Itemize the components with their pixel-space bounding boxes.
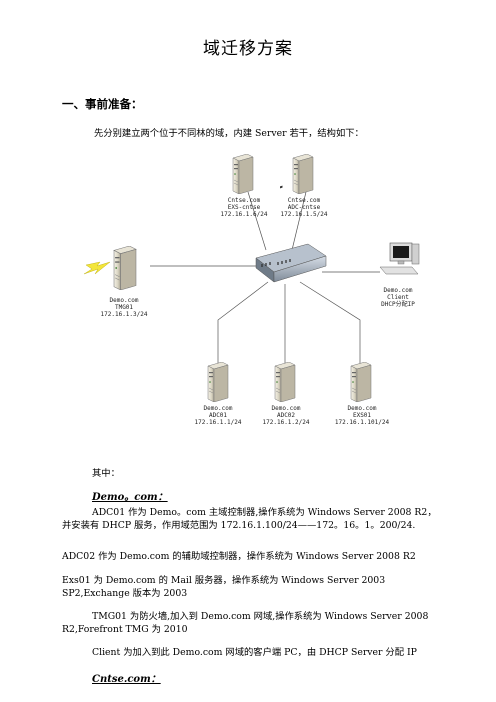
network-switch-icon xyxy=(255,185,327,283)
exs-cntse-server-icon xyxy=(232,154,254,194)
lightning-icon xyxy=(83,261,111,275)
paragraph-line: SP2,Exchange 版本为 2003 xyxy=(62,588,188,599)
paragraph-client: Client 为加入到此 Demo.com 网域的客户端 PC，由 DHCP S… xyxy=(62,646,417,659)
label-exs-cntse-name: EXS-cntse xyxy=(228,204,261,211)
paragraph-line: TMG01 为防火墙,加入到 Demo.com 网域,操作系统为 Windows… xyxy=(92,611,429,622)
label-exs01-ip: 172.16.1.101/24 xyxy=(335,419,390,426)
label-adc-cntse-ip: 172.16.1.5/24 xyxy=(281,211,328,218)
label-adc02-ip: 172.16.1.2/24 xyxy=(263,419,310,426)
adc-cntse-server-icon xyxy=(292,154,314,194)
exs01-server-icon xyxy=(350,362,372,402)
label-tmg01-domain: Demo.com xyxy=(110,297,139,304)
label-client-name: Client xyxy=(387,294,409,301)
intro-paragraph: 先分别建立两个位于不同林的域，内建 Server 若干，结构如下： xyxy=(94,128,364,139)
among-label: 其中： xyxy=(92,468,120,479)
paragraph-line: Exs01 为 Demo.com 的 Mail 服务器，操作系统为 Window… xyxy=(62,575,386,586)
link-exs-cntse xyxy=(247,191,267,251)
paragraph-adc02: ADC02 作为 Demo.com 的辅助域控制器，操作系统为 Windows … xyxy=(62,550,416,563)
paragraph-line: Client 为加入到此 Demo.com 网域的客户端 PC，由 DHCP S… xyxy=(92,647,417,658)
label-adc01-name: ADC01 xyxy=(209,412,227,419)
adc02-server-icon xyxy=(274,362,296,402)
paragraph-tmg01: TMG01 为防火墙,加入到 Demo.com 网域,操作系统为 Windows… xyxy=(62,610,428,636)
cntse-domain-heading: Cntse.com： xyxy=(92,674,161,685)
label-tmg01-name: TMG01 xyxy=(115,304,133,311)
label-exs-cntse-ip: 172.16.1.6/24 xyxy=(221,211,268,218)
label-exs-cntse-domain: Cntse.com xyxy=(228,197,261,204)
label-adc-cntse-name: ADC-cntse xyxy=(288,204,321,211)
paragraph-line: 并安装有 DHCP 服务，作用域范围为 172.16.1.100/24——172… xyxy=(62,520,416,531)
label-adc02-domain: Demo.com xyxy=(272,405,301,412)
label-adc01-ip: 172.16.1.1/24 xyxy=(195,419,242,426)
section-heading-preparation: 一、事前准备： xyxy=(62,97,143,111)
link-adc-cntse xyxy=(291,191,307,251)
label-exs01-domain: Demo.com xyxy=(348,405,377,412)
link-exs01 xyxy=(299,281,361,368)
paragraph-adc01: ADC01 作为 Demo。com 主域控制器,操作系统为 Windows Se… xyxy=(62,506,437,532)
demo-domain-heading: Demo。com： xyxy=(92,492,168,503)
paragraph-exs01: Exs01 为 Demo.com 的 Mail 服务器，操作系统为 Window… xyxy=(62,574,385,600)
label-client-ip: DHCP分配IP xyxy=(381,300,415,308)
network-links xyxy=(150,191,380,368)
label-exs01-name: EXS01 xyxy=(353,412,371,419)
page-title: 域迁移方案 xyxy=(203,39,293,59)
label-adc02-name: ADC02 xyxy=(277,412,295,419)
label-adc01-domain: Demo.com xyxy=(204,405,233,412)
paragraph-line: ADC01 作为 Demo。com 主域控制器,操作系统为 Windows Se… xyxy=(92,507,437,518)
link-adc01 xyxy=(217,281,269,368)
adc01-server-icon xyxy=(207,362,229,402)
label-tmg01-ip: 172.16.1.3/24 xyxy=(101,311,148,318)
paragraph-line: R2,Forefront TMG 为 2010 xyxy=(62,624,188,635)
client-computer-icon xyxy=(379,242,420,275)
tmg01-server-icon xyxy=(113,246,137,290)
paragraph-line: ADC02 作为 Demo.com 的辅助域控制器，操作系统为 Windows … xyxy=(62,551,416,562)
label-adc-cntse-domain: Cntse.com xyxy=(288,197,321,204)
label-client-domain: Demo.com xyxy=(384,287,413,294)
